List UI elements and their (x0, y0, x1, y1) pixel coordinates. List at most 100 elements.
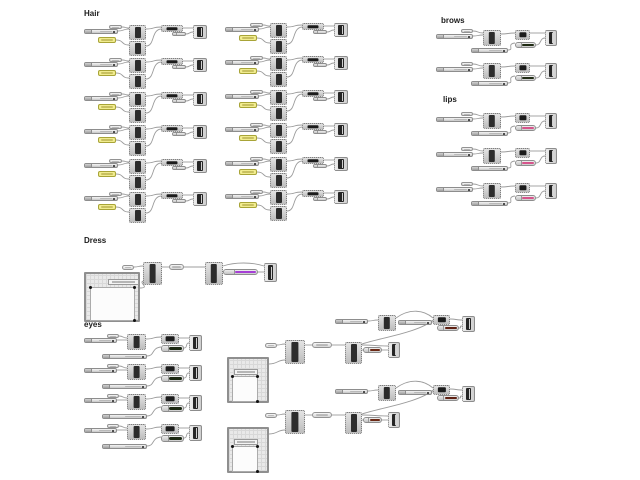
colour-swatch[interactable] (515, 75, 536, 81)
param-capsule[interactable] (109, 25, 122, 29)
preview-component[interactable] (462, 316, 475, 332)
mdslider-handle[interactable] (256, 470, 259, 473)
mdslider-handle[interactable] (231, 445, 234, 448)
colour-swatch[interactable] (172, 99, 186, 103)
panel[interactable] (98, 137, 116, 143)
mdslider-region[interactable] (90, 287, 135, 321)
number-slider[interactable] (436, 117, 473, 122)
preview-component[interactable] (334, 157, 348, 171)
preview-component[interactable] (545, 30, 557, 46)
colour-swatch[interactable] (515, 160, 536, 166)
slider-knob[interactable] (503, 202, 505, 205)
preview-component[interactable] (388, 412, 400, 428)
gradient-component[interactable] (205, 262, 223, 285)
colour-component[interactable] (161, 334, 179, 344)
gradient-component[interactable] (270, 173, 287, 188)
param-capsule[interactable] (461, 62, 473, 66)
gradient-component[interactable] (483, 113, 501, 129)
slider-knob[interactable] (468, 188, 470, 191)
number-slider[interactable] (102, 384, 147, 389)
preview-component[interactable] (334, 190, 348, 204)
param-capsule[interactable] (250, 123, 263, 127)
colour-component[interactable] (161, 364, 179, 374)
slider-knob[interactable] (254, 28, 256, 31)
preview-component[interactable] (193, 58, 207, 72)
slider-knob[interactable] (142, 445, 144, 448)
gradient-component[interactable] (129, 41, 146, 56)
number-slider[interactable] (436, 152, 473, 157)
slider-knob[interactable] (113, 63, 115, 66)
colour-swatch[interactable] (161, 435, 184, 442)
colour-swatch[interactable] (437, 325, 459, 331)
colour-component[interactable] (161, 394, 179, 404)
slider-knob[interactable] (468, 35, 470, 38)
colour-component[interactable] (515, 63, 530, 73)
param-capsule[interactable] (107, 334, 119, 338)
colour-swatch[interactable] (515, 195, 536, 201)
gradient-component[interactable] (127, 334, 146, 350)
number-slider[interactable] (398, 390, 432, 395)
gradient-component[interactable] (129, 192, 146, 207)
preview-component[interactable] (462, 386, 475, 402)
number-slider[interactable] (84, 338, 117, 343)
colour-swatch[interactable] (161, 345, 184, 352)
number-slider[interactable] (84, 96, 118, 101)
gradient-component[interactable] (285, 340, 305, 364)
number-slider[interactable] (436, 67, 473, 72)
number-slider[interactable] (84, 129, 118, 134)
param-capsule[interactable] (122, 265, 134, 270)
number-slider[interactable] (335, 389, 368, 394)
preview-component[interactable] (545, 63, 557, 79)
gradient-component[interactable] (483, 63, 501, 79)
slider-knob[interactable] (503, 82, 505, 85)
panel[interactable] (98, 70, 116, 76)
param-capsule[interactable] (169, 264, 184, 270)
slider-knob[interactable] (254, 128, 256, 131)
colour-component[interactable] (161, 424, 179, 434)
gradient-component[interactable] (127, 424, 146, 440)
gradient-component[interactable] (127, 364, 146, 380)
gradient-component[interactable] (127, 394, 146, 410)
colour-swatch[interactable] (172, 132, 186, 136)
colour-component[interactable] (161, 125, 183, 132)
gradient-component[interactable] (483, 183, 501, 199)
slider-knob[interactable] (142, 415, 144, 418)
preview-component[interactable] (334, 56, 348, 70)
mdslider-handle[interactable] (256, 400, 259, 403)
colour-component[interactable] (302, 56, 324, 63)
slider-knob[interactable] (113, 130, 115, 133)
number-slider[interactable] (471, 131, 508, 136)
gradient-component[interactable] (129, 108, 146, 123)
slider-knob[interactable] (113, 164, 115, 167)
slider-knob[interactable] (427, 391, 429, 394)
colour-component[interactable] (515, 30, 530, 40)
mdslider-handle[interactable] (133, 319, 136, 322)
number-slider[interactable] (84, 163, 118, 168)
slider-knob[interactable] (112, 399, 114, 402)
param-capsule[interactable] (107, 394, 119, 398)
colour-component[interactable] (515, 183, 530, 193)
param-capsule[interactable] (250, 157, 263, 161)
param-capsule[interactable] (265, 413, 277, 418)
colour-component[interactable] (302, 90, 324, 97)
preview-component[interactable] (264, 263, 277, 282)
mdslider-region[interactable] (232, 446, 258, 472)
panel[interactable] (239, 68, 257, 74)
colour-component[interactable] (515, 148, 530, 158)
colour-swatch[interactable] (172, 65, 186, 69)
colour-component[interactable] (161, 159, 183, 166)
param-capsule[interactable] (312, 412, 332, 418)
slider-knob[interactable] (503, 49, 505, 52)
colour-swatch[interactable] (363, 347, 382, 353)
number-slider[interactable] (84, 368, 117, 373)
number-slider[interactable] (84, 398, 117, 403)
gradient-component[interactable] (378, 385, 396, 401)
gradient-component[interactable] (143, 262, 162, 285)
gradient-component[interactable] (129, 92, 146, 107)
param-capsule[interactable] (461, 112, 473, 116)
slider-knob[interactable] (142, 385, 144, 388)
gradient-component[interactable] (270, 72, 287, 87)
gradient-component[interactable] (345, 342, 362, 364)
colour-component[interactable] (161, 58, 183, 65)
slider-knob[interactable] (112, 339, 114, 342)
